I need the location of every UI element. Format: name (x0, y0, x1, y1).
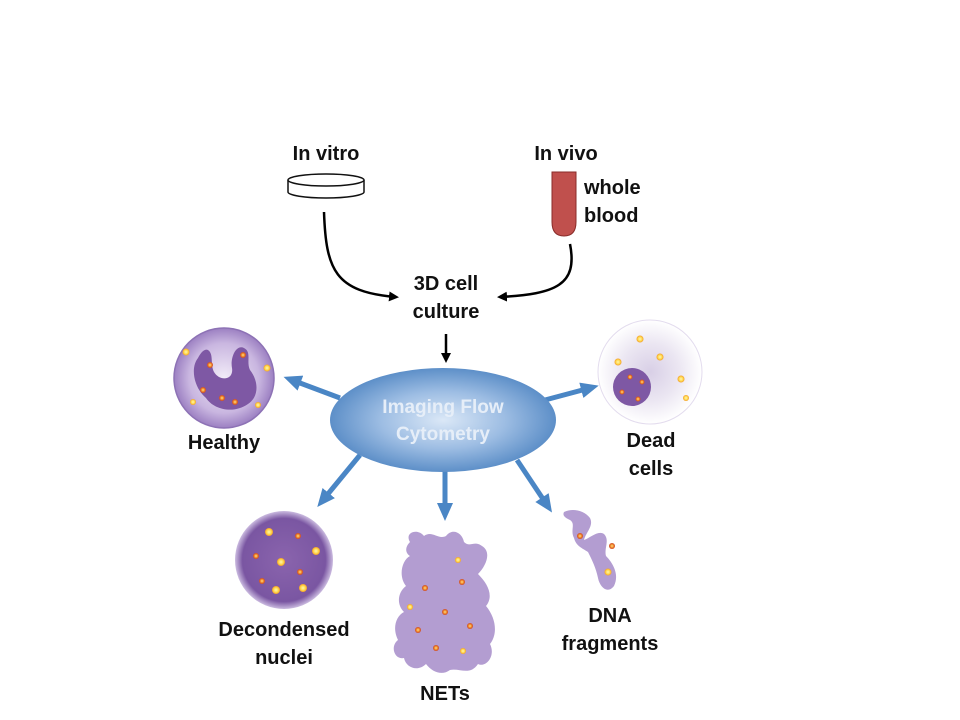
dead-cell-icon (597, 319, 703, 425)
label-fragments: fragments (562, 633, 659, 655)
label-3d-cell: 3D cell (414, 273, 478, 295)
arrow-to-decondensed (317, 453, 362, 507)
label-culture: culture (413, 301, 480, 323)
arrow-to-healthy (283, 375, 341, 401)
nets-icon (393, 531, 495, 673)
blood-tube-icon (551, 171, 577, 237)
arrow-in-vitro-to-culture (322, 211, 399, 302)
petri-dish-icon (287, 173, 365, 199)
label-blood: blood (584, 205, 638, 227)
arrow-in-vivo-to-culture (497, 243, 573, 302)
label-cytometry: Cytometry (396, 424, 490, 445)
label-nets: NETs (420, 683, 470, 705)
label-in-vitro: In vitro (293, 143, 360, 165)
decondensed-nucleus-icon (235, 511, 333, 609)
label-imaging-flow: Imaging Flow (382, 397, 504, 418)
dna-fragments-icon (563, 510, 617, 590)
imaging-flow-cytometry-ellipse (330, 368, 556, 472)
label-healthy: Healthy (188, 432, 261, 454)
label-in-vivo: In vivo (534, 143, 597, 165)
label-dna: DNA (588, 605, 631, 627)
label-cells: cells (629, 458, 673, 480)
label-decondensed: Decondensed (218, 619, 349, 641)
healthy-cell-icon (173, 327, 275, 429)
arrow-to-dna-fragments (514, 458, 552, 513)
label-whole: whole (583, 177, 641, 199)
arrow-to-dead-cells (544, 382, 599, 403)
output-arrows (283, 375, 599, 521)
label-nuclei: nuclei (255, 647, 313, 669)
label-dead: Dead (627, 430, 676, 452)
